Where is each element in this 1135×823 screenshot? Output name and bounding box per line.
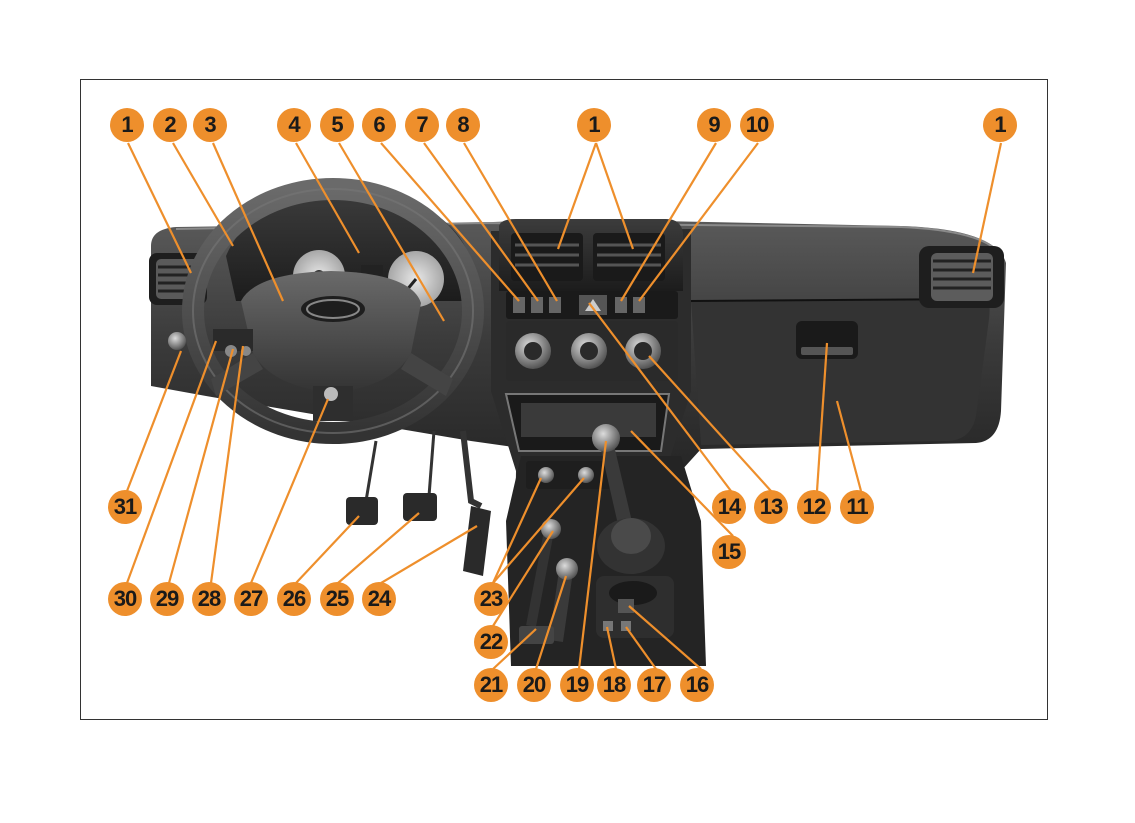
- dashboard-illustration: [81, 80, 1047, 719]
- callout-23: 23: [474, 582, 508, 616]
- callout-30: 30: [108, 582, 142, 616]
- pedals: [346, 431, 491, 576]
- callout-1-center-vent: 1: [577, 108, 611, 142]
- callout-5: 5: [320, 108, 354, 142]
- callout-6: 6: [362, 108, 396, 142]
- callout-11: 11: [840, 490, 874, 524]
- callout-28: 28: [192, 582, 226, 616]
- callout-4: 4: [277, 108, 311, 142]
- callout-1-right-vent: 1: [983, 108, 1017, 142]
- callout-13: 13: [754, 490, 788, 524]
- callout-12: 12: [797, 490, 831, 524]
- callout-20: 20: [517, 668, 551, 702]
- diagram-frame: [80, 79, 1048, 720]
- callout-3: 3: [193, 108, 227, 142]
- callout-25: 25: [320, 582, 354, 616]
- callout-19: 19: [560, 668, 594, 702]
- radio-slot: [506, 394, 669, 451]
- callout-21: 21: [474, 668, 508, 702]
- heater-control-knobs: [506, 321, 678, 381]
- callout-26: 26: [277, 582, 311, 616]
- callout-10: 10: [740, 108, 774, 142]
- callout-18: 18: [597, 668, 631, 702]
- callout-7: 7: [405, 108, 439, 142]
- callout-24: 24: [362, 582, 396, 616]
- callout-15: 15: [712, 535, 746, 569]
- callout-29: 29: [150, 582, 184, 616]
- right-air-vent: [919, 246, 1004, 308]
- callout-27: 27: [234, 582, 268, 616]
- callout-8: 8: [446, 108, 480, 142]
- callout-2: 2: [153, 108, 187, 142]
- callout-31: 31: [108, 490, 142, 524]
- callout-22: 22: [474, 625, 508, 659]
- callout-9: 9: [697, 108, 731, 142]
- switch-row: [506, 291, 678, 319]
- callout-14: 14: [712, 490, 746, 524]
- callout-17: 17: [637, 668, 671, 702]
- callout-16: 16: [680, 668, 714, 702]
- callout-1-left-vent: 1: [110, 108, 144, 142]
